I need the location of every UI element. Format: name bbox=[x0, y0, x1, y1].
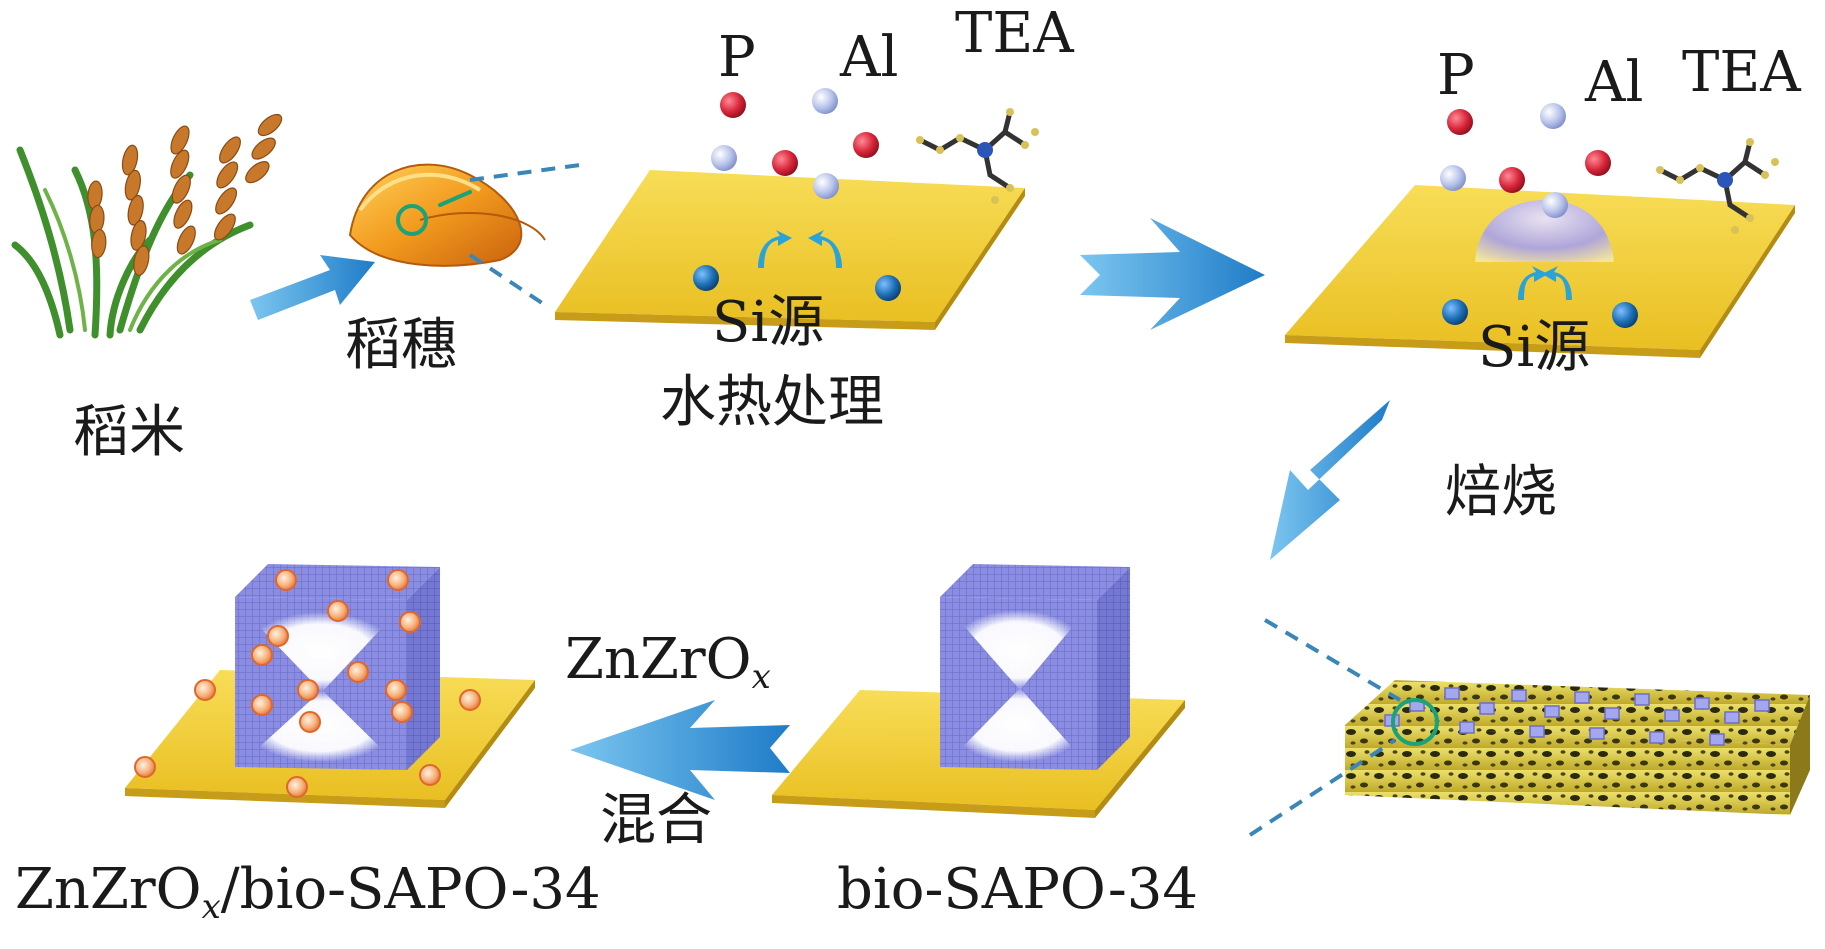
arrow-step1-to-step2 bbox=[1080, 218, 1265, 330]
rice-grain-illustration bbox=[350, 165, 545, 266]
label-mix-agent: ZnZrOx bbox=[565, 632, 771, 694]
p-precursor-ball bbox=[720, 92, 746, 118]
p-precursor-ball bbox=[1499, 167, 1525, 193]
p-precursor-ball bbox=[853, 132, 879, 158]
label-tea-step1: TEA bbox=[955, 6, 1074, 62]
al-precursor-ball bbox=[1540, 103, 1566, 129]
sapo34-crystal-cube bbox=[940, 564, 1130, 770]
label-tea-step2: TEA bbox=[1682, 45, 1801, 101]
si-source-ball bbox=[693, 265, 719, 291]
label-p-step1: P bbox=[718, 30, 756, 86]
label-rice-plant: 稻米 bbox=[73, 405, 185, 461]
label-product-bio-sapo34: bio-SAPO-34 bbox=[837, 862, 1198, 918]
si-source-ball bbox=[1612, 302, 1638, 328]
label-rice-grain: 稻穗 bbox=[345, 318, 457, 374]
p-precursor-ball bbox=[1585, 150, 1611, 176]
p-precursor-ball bbox=[1447, 109, 1473, 135]
al-precursor-ball bbox=[812, 88, 838, 114]
label-p-step2: P bbox=[1437, 48, 1475, 104]
si-source-ball bbox=[875, 275, 901, 301]
arrow-plant-to-grain bbox=[250, 255, 375, 320]
composite-crystal-cube bbox=[235, 564, 440, 770]
al-precursor-ball bbox=[813, 173, 839, 199]
arrow-calcination bbox=[1270, 400, 1415, 560]
label-si-source-step1: Si源 bbox=[712, 295, 824, 351]
al-precursor-ball bbox=[1440, 165, 1466, 191]
label-product-composite: ZnZrOx/bio-SAPO-34 bbox=[15, 862, 601, 924]
si-source-ball bbox=[1442, 299, 1468, 325]
label-hydrothermal: 水热处理 bbox=[660, 375, 884, 431]
al-precursor-ball bbox=[1542, 192, 1568, 218]
al-precursor-ball bbox=[711, 145, 737, 171]
arrow-mix bbox=[570, 700, 790, 800]
label-si-source-step2: Si源 bbox=[1478, 320, 1590, 376]
porous-bio-support bbox=[1345, 680, 1810, 815]
label-al-step1: Al bbox=[840, 30, 898, 86]
p-precursor-ball bbox=[772, 150, 798, 176]
label-al-step2: Al bbox=[1585, 55, 1643, 111]
label-mix: 混合 bbox=[600, 793, 712, 849]
label-calcination: 焙烧 bbox=[1445, 465, 1557, 521]
